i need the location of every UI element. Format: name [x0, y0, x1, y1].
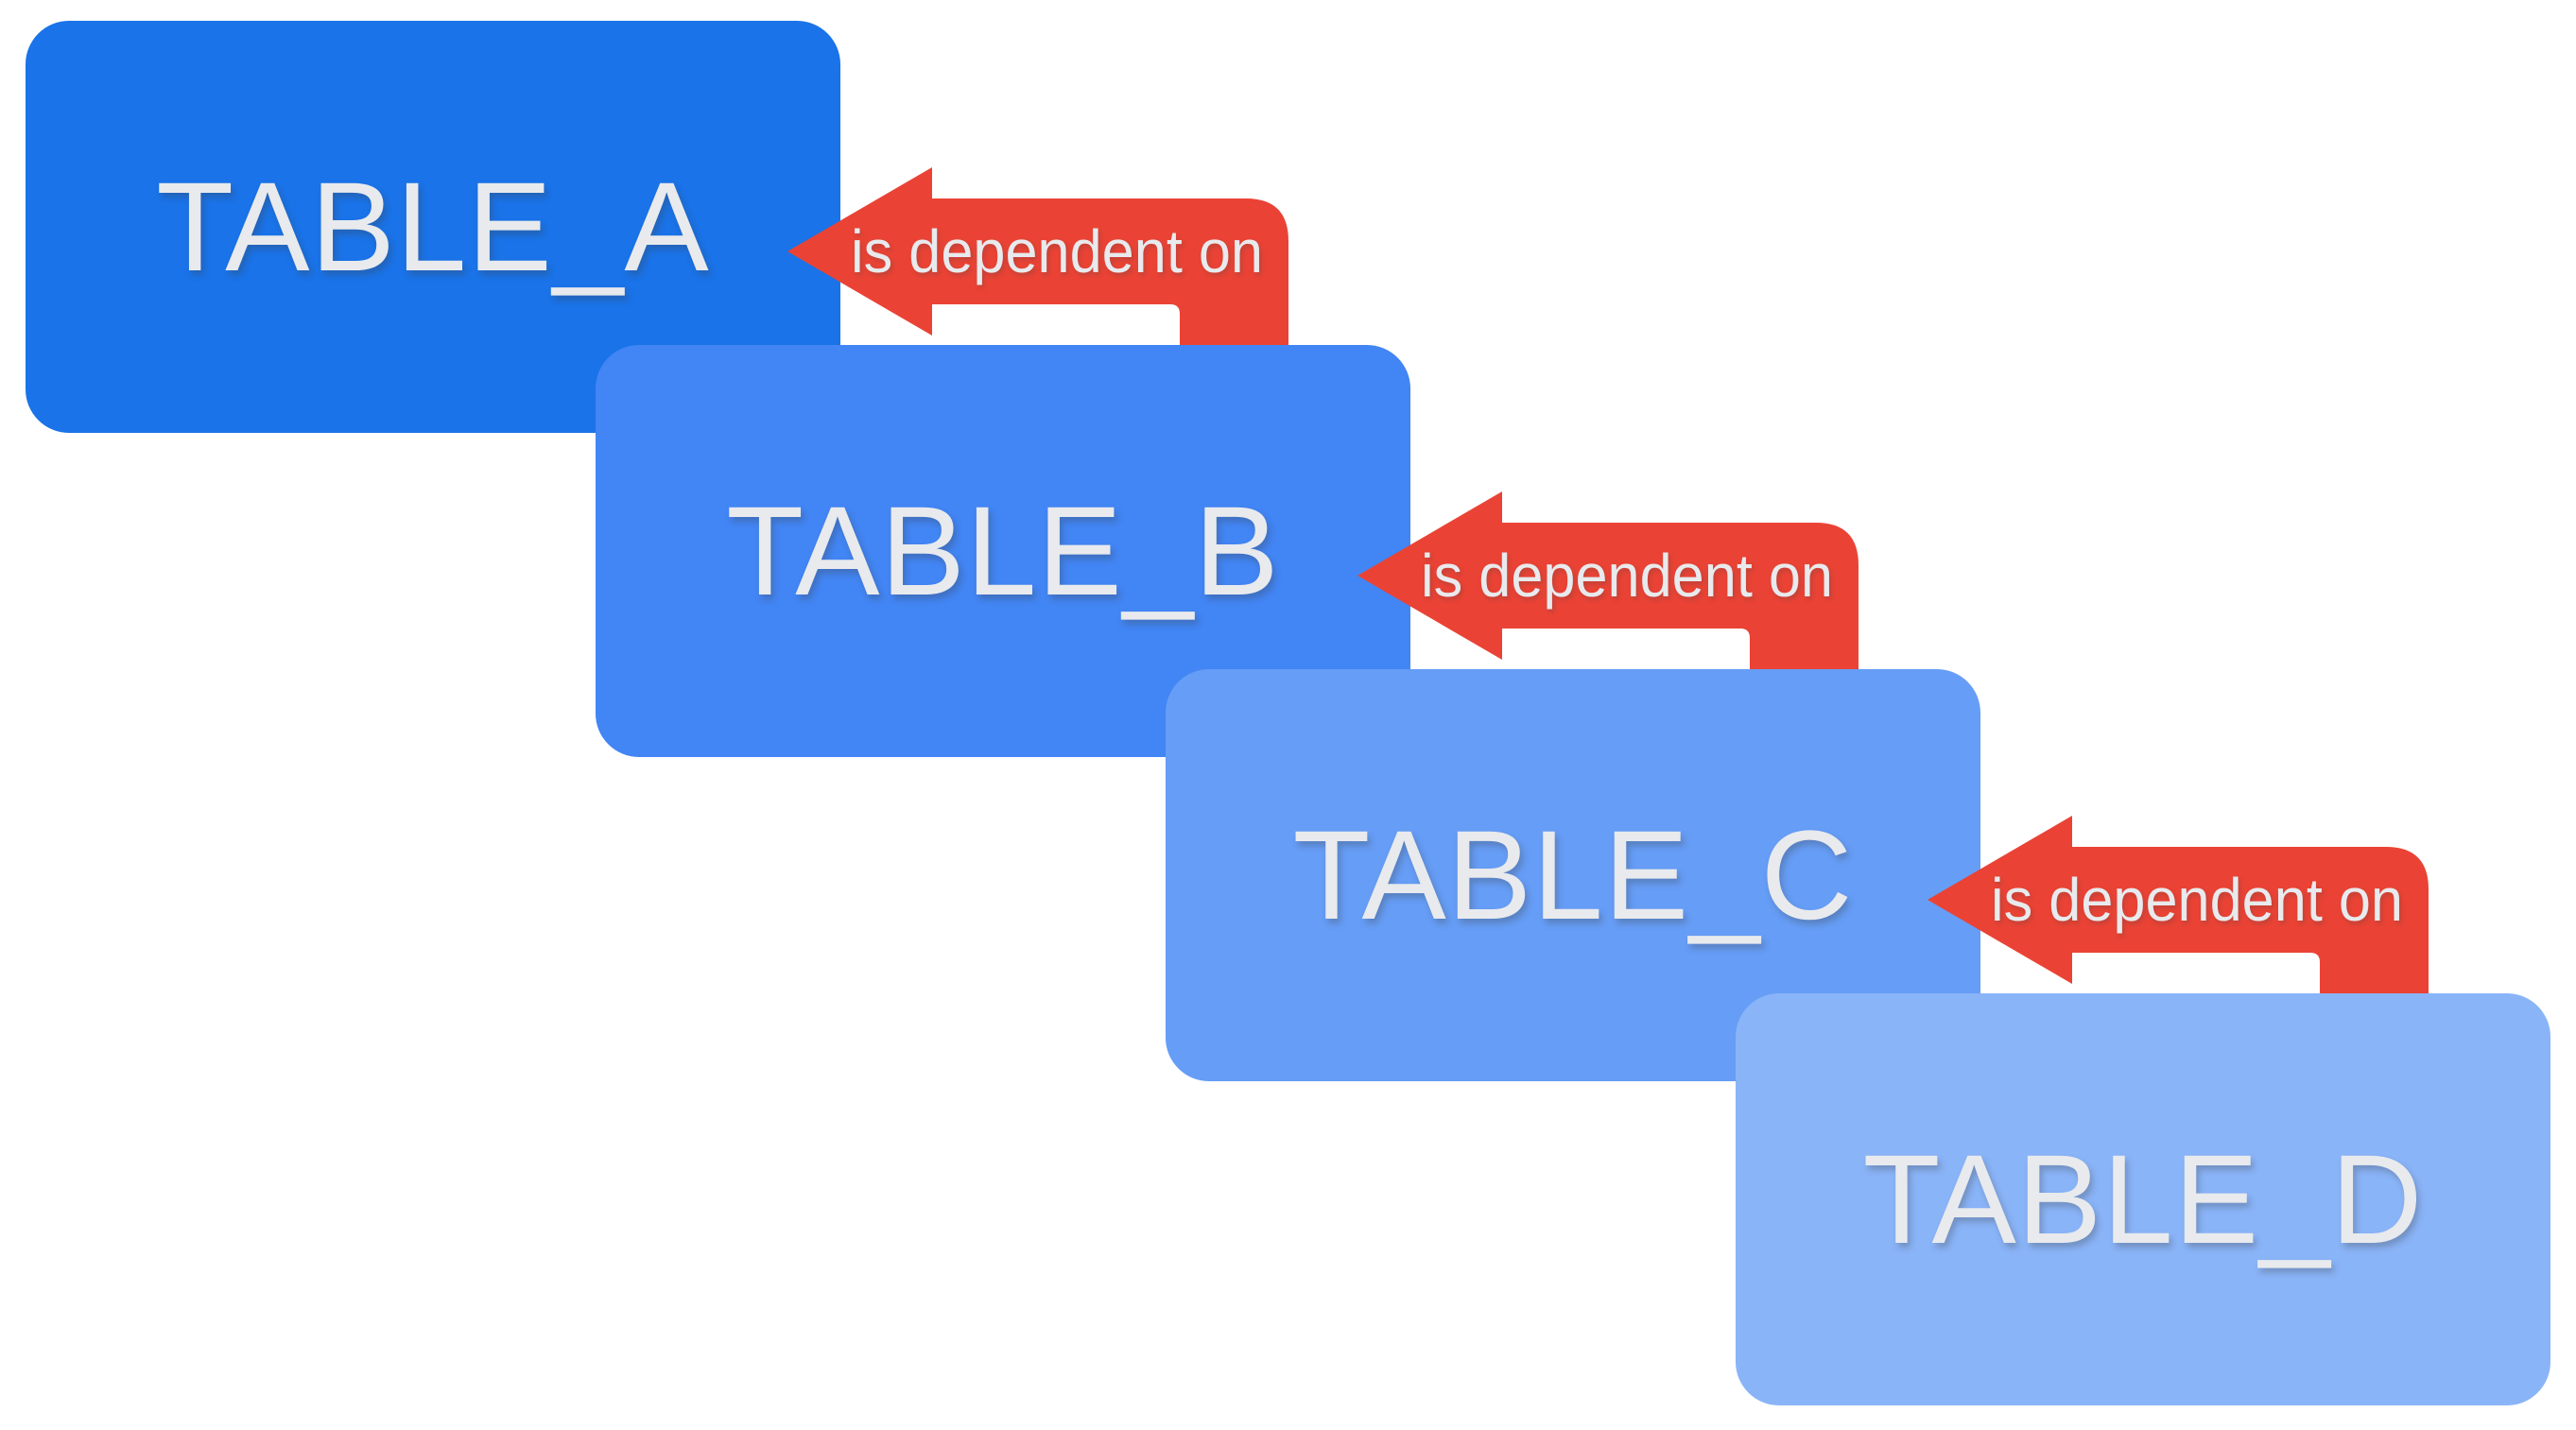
left-arrow-icon	[1928, 816, 2429, 1005]
left-arrow-icon	[1357, 491, 1859, 681]
table-d-box: TABLE_D	[1736, 993, 2550, 1405]
table-a-label: TABLE_A	[156, 156, 710, 298]
dependency-arrow-label: is dependent on	[1421, 542, 1833, 610]
dependency-arrow-label: is dependent on	[1991, 866, 2403, 934]
dependency-arrow-label: is dependent on	[851, 217, 1263, 285]
dependency-arrow-b-to-a: is dependent on	[787, 167, 1288, 356]
table-d-label: TABLE_D	[1862, 1128, 2424, 1270]
table-c-label: TABLE_C	[1292, 804, 1854, 946]
table-a-box: TABLE_A	[26, 21, 840, 433]
dependency-arrow-c-to-b: is dependent on	[1357, 491, 1859, 681]
table-b-label: TABLE_B	[726, 480, 1280, 622]
dependency-arrow-d-to-c: is dependent on	[1928, 816, 2429, 1005]
left-arrow-icon	[787, 167, 1288, 356]
